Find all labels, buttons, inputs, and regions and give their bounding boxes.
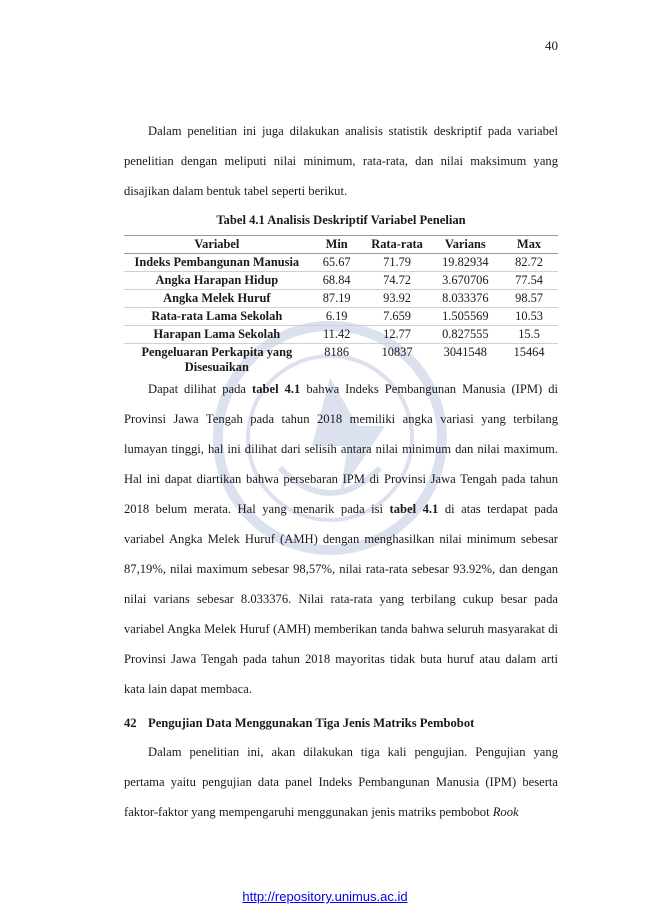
analysis-paragraph: Dapat dilihat pada tabel 4.1 bahwa Indek… xyxy=(124,374,558,704)
table-row: Harapan Lama Sekolah 11.42 12.77 0.82755… xyxy=(124,325,558,344)
header-variabel: Variabel xyxy=(124,235,310,254)
cell-max: 77.54 xyxy=(500,271,558,290)
cell-max: 10.53 xyxy=(500,307,558,326)
table-caption: Tabel 4.1 Analisis Deskriptif Variabel P… xyxy=(216,213,466,227)
cell-variabel: Rata-rata Lama Sekolah xyxy=(124,307,310,326)
cell-variabel: Angka Harapan Hidup xyxy=(124,271,310,290)
header-min: Min xyxy=(309,235,364,254)
analysis-text-3: di atas terdapat pada variabel Angka Mel… xyxy=(124,502,558,696)
table-reference-2: tabel 4.1 xyxy=(389,502,439,516)
cell-varians: 8.033376 xyxy=(430,289,501,308)
header-max: Max xyxy=(500,235,558,254)
header-varians: Varians xyxy=(430,235,501,254)
table-row: Pengeluaran Perkapita yang Disesuaikan 8… xyxy=(124,344,558,377)
intro-paragraph: Dalam penelitian ini juga dilakukan anal… xyxy=(124,124,558,198)
cell-max: 15.5 xyxy=(500,325,558,344)
cell-max: 98.57 xyxy=(500,289,558,308)
cell-max: 15464 xyxy=(513,345,545,359)
cell-variabel: Pengeluaran Perkapita yang Disesuaikan xyxy=(141,345,293,374)
cell-variabel: Harapan Lama Sekolah xyxy=(124,325,310,344)
cell-rata-rata: 12.77 xyxy=(363,325,431,344)
repository-link[interactable]: http://repository.unimus.ac.id xyxy=(242,889,408,904)
cell-min: 8186 xyxy=(324,345,350,359)
section-heading: 42 Pengujian Data Menggunakan Tiga Jenis … xyxy=(124,716,474,731)
cell-variabel: Indeks Pembangunan Manusia xyxy=(124,253,310,272)
cell-rata-rata: 10837 xyxy=(381,345,413,359)
cell-min: 65.67 xyxy=(309,253,364,272)
analysis-text-1: Dapat dilihat pada xyxy=(148,382,252,396)
section-title: Pengujian Data Menggunakan Tiga Jenis Ma… xyxy=(148,716,475,730)
table-header-row: Variabel Min Rata-rata Varians Max xyxy=(124,235,558,254)
cell-rata-rata: 7.659 xyxy=(363,307,431,326)
section-paragraph: Dalam penelitian ini, akan dilakukan tig… xyxy=(124,737,558,827)
cell-min: 68.84 xyxy=(309,271,364,290)
cell-variabel: Angka Melek Huruf xyxy=(124,289,310,308)
table-row: Rata-rata Lama Sekolah 6.19 7.659 1.5055… xyxy=(124,307,558,326)
section-paragraph-text: Dalam penelitian ini, akan dilakukan tig… xyxy=(124,745,558,819)
page-number: 40 xyxy=(545,38,558,53)
table-reference-1: tabel 4.1 xyxy=(252,382,301,396)
table-row: Indeks Pembangunan Manusia 65.67 71.79 1… xyxy=(124,253,558,272)
table-row: Angka Harapan Hidup 68.84 74.72 3.670706… xyxy=(124,271,558,290)
cell-min: 87.19 xyxy=(309,289,364,308)
descriptive-stats-table: Variabel Min Rata-rata Varians Max Indek… xyxy=(124,235,558,376)
header-rata-rata: Rata-rata xyxy=(363,235,431,254)
cell-min: 11.42 xyxy=(309,325,364,344)
analysis-text-2: bahwa Indeks Pembangunan Manusia (IPM) d… xyxy=(124,382,559,516)
cell-varians: 3041548 xyxy=(443,345,487,359)
cell-max: 82.72 xyxy=(500,253,558,272)
cell-varians: 19.82934 xyxy=(430,253,501,272)
section-number: 42 xyxy=(124,716,137,730)
table-row: Angka Melek Huruf 87.19 93.92 8.033376 9… xyxy=(124,289,558,308)
cell-varians: 1.505569 xyxy=(430,307,501,326)
cell-varians: 3.670706 xyxy=(430,271,501,290)
cell-min: 6.19 xyxy=(309,307,364,326)
cell-rata-rata: 74.72 xyxy=(363,271,431,290)
cell-rata-rata: 71.79 xyxy=(363,253,431,272)
cell-varians: 0.827555 xyxy=(430,325,501,344)
cell-rata-rata: 93.92 xyxy=(363,289,431,308)
section-paragraph-italic: Rook xyxy=(492,805,519,819)
